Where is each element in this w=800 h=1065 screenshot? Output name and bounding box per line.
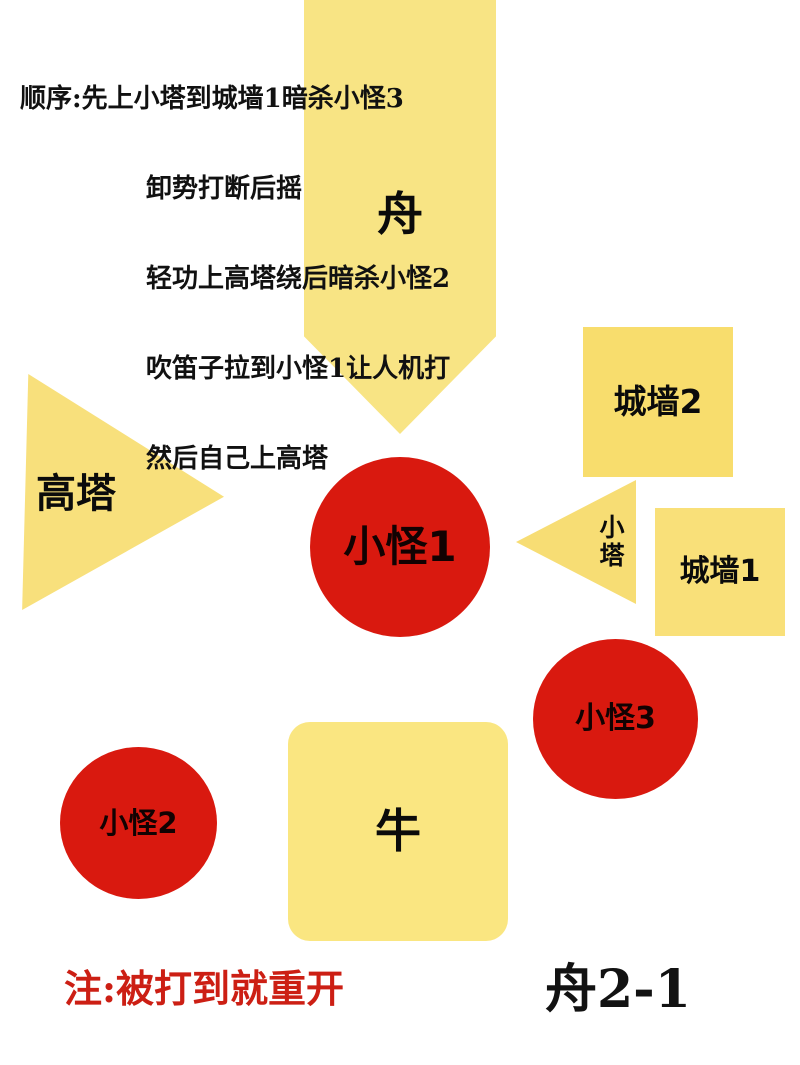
shape-mob-2: 小怪2: [60, 747, 217, 899]
instruction-line-4: 吹笛子拉到小怪1让人机打: [146, 354, 451, 384]
shape-label-bull: 牛: [375, 804, 421, 859]
instruction-line-1: 顺序:先上小塔到城墙1暗杀小怪3: [20, 84, 404, 114]
shape-label-wall-2: 城墙2: [613, 381, 703, 421]
instruction-line-2: 卸势打断后摇: [146, 174, 303, 204]
shape-label-mob-3: 小怪3: [575, 701, 656, 737]
shape-label-tower-small: 小塔: [599, 513, 625, 570]
shape-wall-1: 城墙1: [655, 508, 785, 636]
shape-mob-3: 小怪3: [533, 639, 698, 799]
shape-label-mob-2: 小怪2: [99, 805, 178, 840]
shape-wall-2: 城墙2: [583, 327, 733, 477]
shape-bull: 牛: [288, 722, 508, 941]
warning-note: 注:被打到就重开: [64, 966, 345, 1011]
instruction-line-3: 轻功上高塔绕后暗杀小怪2: [146, 264, 451, 294]
shape-label-wall-1: 城墙1: [679, 554, 761, 590]
instruction-text-block: 顺序:先上小塔到城墙1暗杀小怪3 卸势打断后摇 轻功上高塔绕后暗杀小怪2 吹笛子…: [20, 24, 450, 534]
instruction-line-5: 然后自己上高塔: [146, 444, 329, 474]
shape-tower-small: 小塔: [516, 480, 636, 604]
stage-code-label: 舟2-1: [545, 959, 691, 1020]
